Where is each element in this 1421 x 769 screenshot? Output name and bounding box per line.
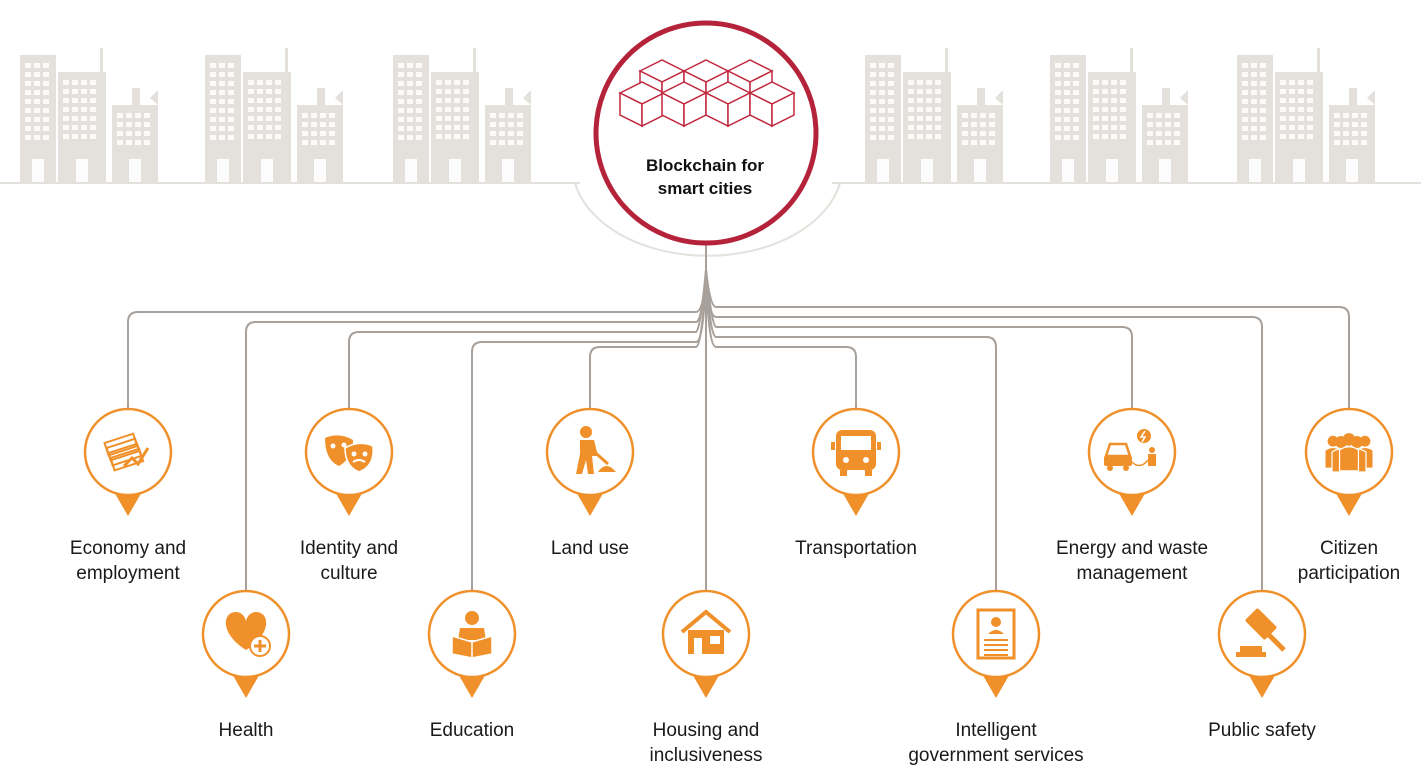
- category-label-safety: Public safety: [1208, 720, 1316, 741]
- heart-plus-icon: [225, 612, 271, 657]
- pin-pointer: [231, 672, 261, 698]
- connector-line: [348, 269, 707, 408]
- money-icon: [103, 432, 150, 472]
- reader-book-icon: [451, 611, 493, 659]
- electric-car-icon: [1104, 429, 1156, 471]
- category-label-economy: Economy and employment: [69, 538, 187, 584]
- connector-line: [705, 269, 1133, 408]
- pin-pointer: [691, 672, 721, 698]
- gavel-icon: [1236, 608, 1286, 657]
- center-ring: [593, 20, 819, 246]
- category-label-citizen: Citizen participation: [1297, 538, 1401, 584]
- pin-pointer: [1247, 672, 1277, 698]
- pin-safety: [1217, 589, 1307, 698]
- category-label-energy: Energy and waste management: [1055, 538, 1209, 584]
- pin-citizen: [1304, 407, 1394, 516]
- pin-pointer: [1334, 490, 1364, 516]
- pin-pointer: [457, 672, 487, 698]
- connector-line: [705, 269, 1263, 590]
- blockchain-center-node: [593, 20, 819, 246]
- building-cluster: [1237, 48, 1375, 183]
- pin-health: [201, 589, 291, 698]
- connector-line: [127, 269, 707, 408]
- pin-education: [427, 589, 517, 698]
- pin-pointer: [334, 490, 364, 516]
- worker-shovel-icon: [576, 426, 616, 474]
- pin-transport: [811, 407, 901, 516]
- pin-pointer: [841, 490, 871, 516]
- building-cluster: [20, 48, 158, 183]
- pin-circle: [1087, 407, 1177, 497]
- theater-masks-icon: [325, 435, 374, 473]
- category-pins: [83, 407, 1394, 698]
- bus-icon: [831, 430, 881, 476]
- document-person-icon: [976, 608, 1016, 660]
- pin-government: [951, 589, 1041, 698]
- category-label-education: Education: [429, 720, 515, 741]
- pin-pointer: [113, 490, 143, 516]
- category-label-identity: Identity and culture: [299, 538, 399, 584]
- building-cluster: [205, 48, 343, 183]
- category-label-health: Health: [218, 720, 274, 741]
- building-cluster: [1050, 48, 1188, 183]
- house-icon: [680, 609, 732, 654]
- connector-line: [705, 269, 1350, 408]
- center-title: Blockchain for smart cities: [645, 156, 765, 198]
- pin-pointer: [1117, 490, 1147, 516]
- pin-pointer: [575, 490, 605, 516]
- city-skyline: [0, 48, 1421, 257]
- building-cluster: [865, 48, 1003, 183]
- pin-pointer: [981, 672, 1011, 698]
- category-label-transport: Transportation: [795, 538, 917, 559]
- blockchain-cubes-icon: [618, 59, 796, 128]
- pin-energy: [1087, 407, 1177, 516]
- connector-line: [705, 269, 857, 408]
- connector-line: [589, 269, 707, 408]
- pin-identity: [304, 407, 394, 516]
- building-cluster: [393, 48, 531, 183]
- pin-housing: [661, 589, 751, 698]
- category-label-housing: Housing and inclusiveness: [649, 720, 763, 766]
- people-group-icon: [1324, 433, 1374, 473]
- pin-land: [545, 407, 635, 516]
- category-label-land: Land use: [550, 538, 630, 559]
- category-label-government: Intelligent government services: [908, 720, 1084, 766]
- pin-economy: [83, 407, 173, 516]
- connector-lines: [127, 243, 1350, 590]
